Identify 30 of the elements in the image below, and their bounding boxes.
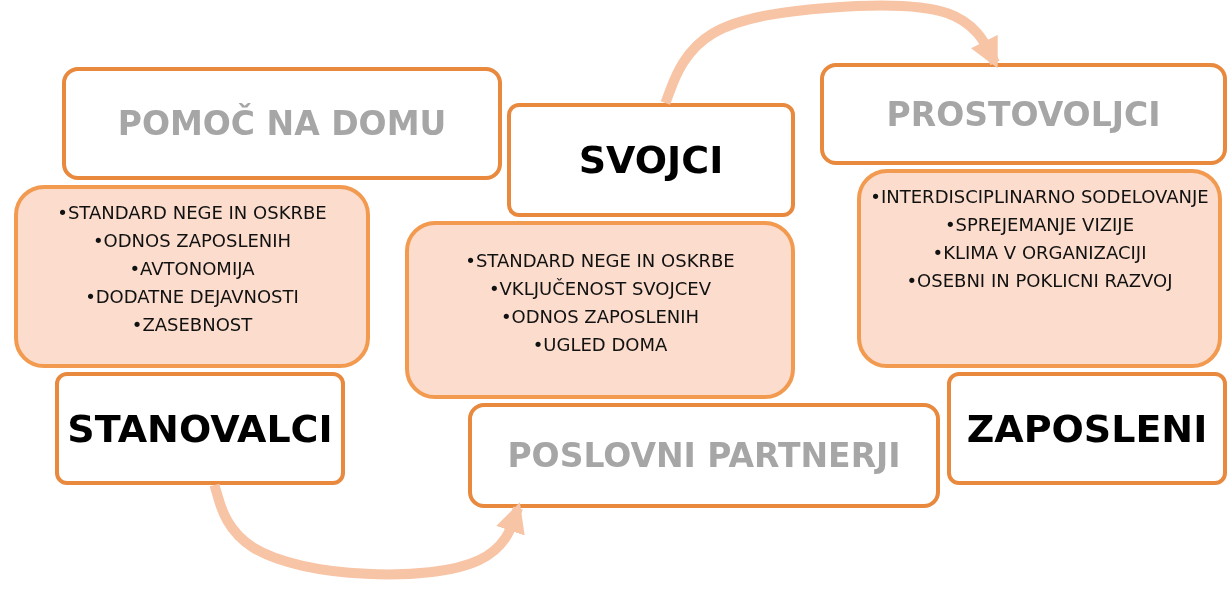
node-label: POSLOVNI PARTNERJI [507,436,901,475]
bullet-item: •SPREJEMANJE VIZIJE [944,213,1135,237]
bullet-item: •ODNOS ZAPOSLENIH [92,229,292,253]
bullet-item: •OSEBNI IN POKLICNI RAZVOJ [906,269,1173,293]
bullet-item: •AVTONOMIJA [129,257,255,281]
bullet-item: •STANDARD NEGE IN OSKRBE [57,201,327,225]
bullet-item: •UGLED DOMA [532,333,668,357]
stakeholder-box [62,67,502,180]
bullet-item: •INTERDISCIPLINARNO SODELOVANJE [870,185,1209,209]
bullet-item: •DODATNE DEJAVNOSTI [85,285,299,309]
group-title-box [947,372,1227,485]
bullet-panel [857,169,1222,368]
bullet-item: •ODNOS ZAPOSLENIH [500,305,700,329]
node-label: SVOJCI [578,138,724,182]
node-label: STANOVALCI [67,406,333,451]
node-label: ZAPOSLENI [966,406,1208,451]
bullet-panel [14,185,370,368]
group-title-box [507,103,795,217]
bullet-item: •ZASEBNOST [131,313,253,337]
bullet-item: •KLIMA V ORGANIZACIJI [932,241,1147,265]
bullet-item: •VKLJUČENOST SVOJCEV [488,277,712,301]
curved-arrow [209,483,525,580]
group-title-box [55,372,345,485]
stakeholder-box [468,403,940,508]
curved-arrow [660,0,1000,105]
node-label: POMOČ NA DOMU [117,104,447,143]
node-label: PROSTOVOLJCI [886,94,1161,134]
stakeholder-box [820,63,1227,165]
bullet-item: •STANDARD NEGE IN OSKRBE [465,249,735,273]
bullet-panel [405,221,795,399]
